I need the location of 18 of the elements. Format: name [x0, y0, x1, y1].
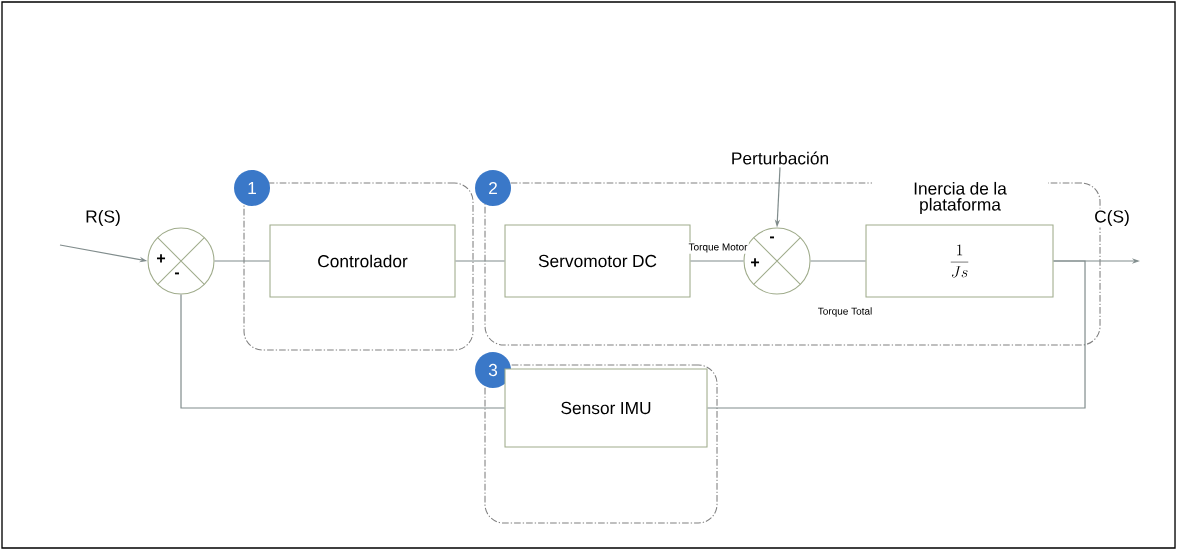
signal-line	[706, 260, 1086, 409]
block-box: $\frac{1}{Js}$	[865, 224, 1054, 298]
edge-label: Torque Total	[816, 306, 874, 318]
callout-number: 2	[475, 170, 511, 206]
signal-line	[180, 293, 506, 409]
edge-label: Torque Motor	[687, 242, 749, 254]
input-label: Perturbación	[732, 151, 828, 165]
summing-junction: + -	[147, 227, 215, 295]
edge-label: R(S)	[83, 208, 123, 228]
edge-label: C(S)	[1092, 208, 1132, 228]
signal-line	[213, 260, 271, 262]
callout-number: 1	[234, 170, 270, 206]
signal-line	[689, 260, 745, 262]
signal-line	[809, 260, 867, 262]
signal-line	[454, 260, 506, 262]
block-box: Sensor IMU	[504, 368, 708, 448]
block-box: Controlador	[269, 224, 456, 298]
block-heading: Inercia de la plataforma	[872, 180, 1048, 216]
